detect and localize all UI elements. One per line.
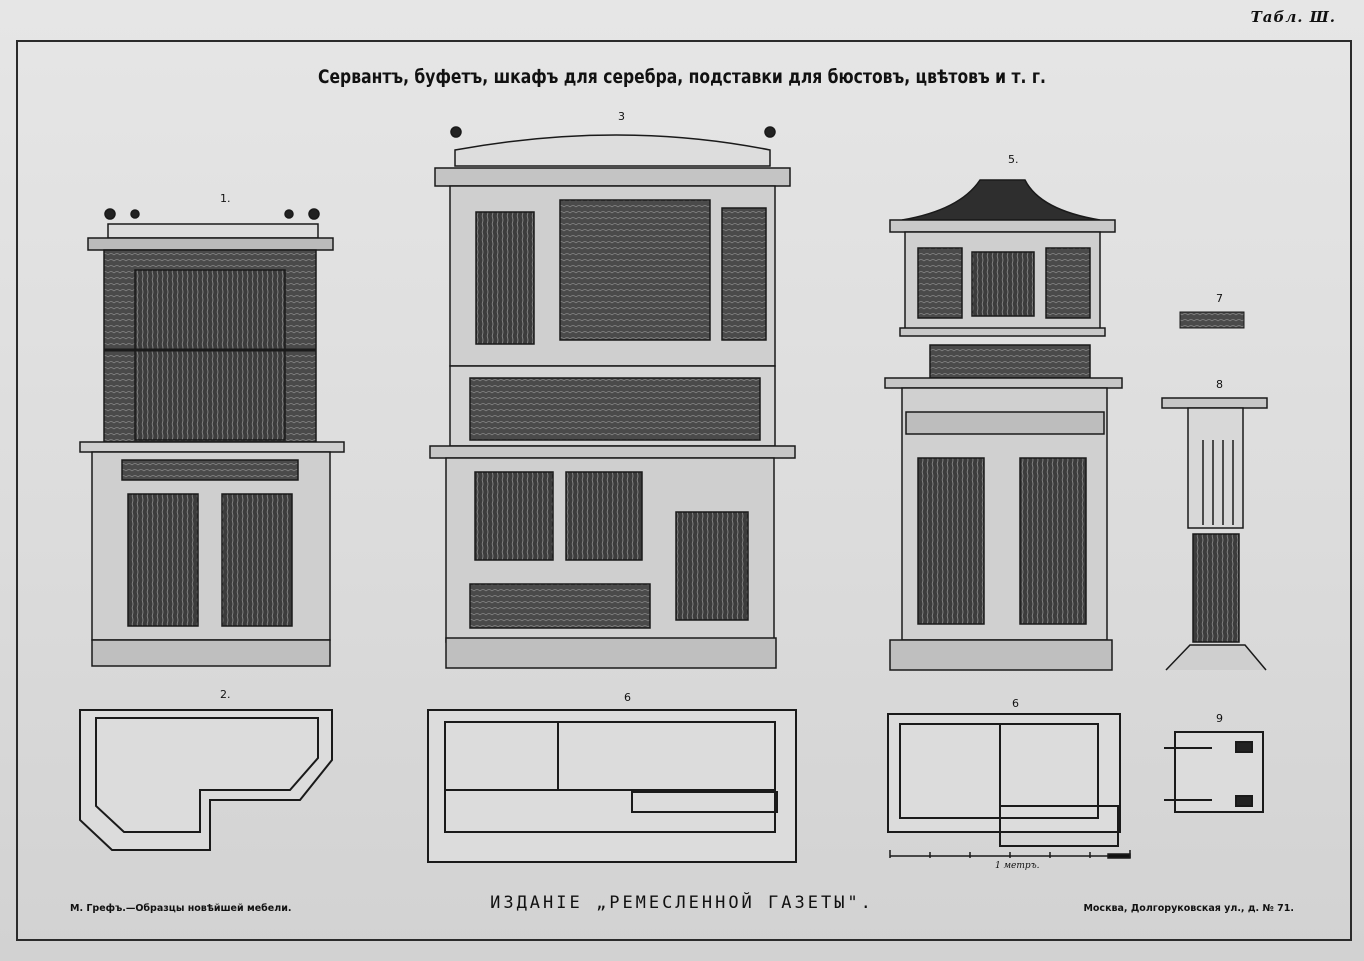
scale-bar [889, 850, 1131, 859]
figure-label-7: 7 [1216, 292, 1223, 305]
footer-publisher: ИЗДАНІЕ „РЕМЕСЛЕННОЙ ГАЗЕТЫ". [490, 893, 874, 913]
figure-label-8: 8 [1216, 378, 1223, 391]
figure-label-1: 1. [220, 192, 231, 205]
figure-6-plan [887, 713, 1121, 847]
figure-7-bracket [1179, 311, 1245, 329]
figure-label-9: 9 [1216, 712, 1223, 725]
figure-label-2: 2. [220, 688, 231, 701]
figure-2-plan [79, 709, 333, 851]
figure-9-plan [1164, 731, 1264, 813]
plate-title: Сервантъ, буфетъ, шкафъ для серебра, под… [318, 66, 1046, 88]
footer-address: Москва, Долгоруковская ул., д. № 71. [1083, 903, 1294, 914]
plate-number: Табл. Ш. [1250, 8, 1336, 26]
figure-8-pedestal [1161, 397, 1268, 671]
figure-1-sideboard [79, 208, 345, 667]
figure-label-6: 6 [1012, 697, 1019, 710]
figure-label-3: 3 [618, 110, 625, 123]
figure-4-plan [427, 709, 797, 863]
scale-label: 1 метръ. [995, 861, 1040, 871]
footer-author: М. Грефъ.—Образцы новѣйшей мебели. [70, 903, 292, 914]
figure-label-4: 6 [624, 691, 631, 704]
figure-label-5: 5. [1008, 153, 1019, 166]
figure-3-buffet [429, 126, 796, 669]
plate-border [16, 40, 1352, 941]
figure-5-cabinet [884, 179, 1123, 671]
